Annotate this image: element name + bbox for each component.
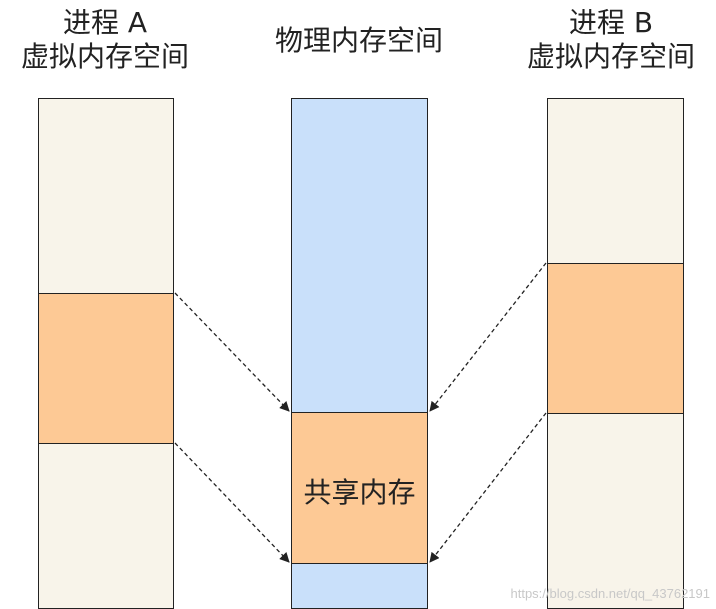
shared-memory-region: 共享内存 — [292, 412, 427, 564]
physical-memory-label: 物理内存空间 — [254, 24, 464, 58]
physical-memory-title: 物理内存空间 — [274, 24, 443, 57]
process-a-title: 进程 A — [62, 6, 148, 39]
process-b-subtitle: 虚拟内存空间 — [526, 40, 695, 73]
process-a-region-divider — [39, 443, 173, 444]
process-a-virtual-memory — [38, 98, 174, 609]
process-b-title: 进程 B — [568, 6, 654, 39]
watermark: https://blog.csdn.net/qq_43762191 — [510, 586, 711, 601]
process-a-subtitle: 虚拟内存空间 — [20, 40, 189, 73]
arrow-b-top — [429, 262, 547, 412]
process-b-region-divider — [548, 413, 683, 414]
shared-memory-label: 共享内存 — [303, 476, 416, 509]
physical-memory: 共享内存 — [291, 98, 428, 609]
arrow-b-bottom — [429, 412, 547, 563]
process-b-shared-region — [548, 263, 683, 413]
arrow-a-bottom — [174, 442, 290, 563]
arrow-a-top — [174, 292, 290, 412]
process-a-shared-region — [39, 293, 173, 443]
process-b-label: 进程 B 虚拟内存空间 — [506, 6, 716, 74]
process-a-label: 进程 A 虚拟内存空间 — [0, 6, 210, 74]
process-b-virtual-memory — [547, 98, 684, 609]
